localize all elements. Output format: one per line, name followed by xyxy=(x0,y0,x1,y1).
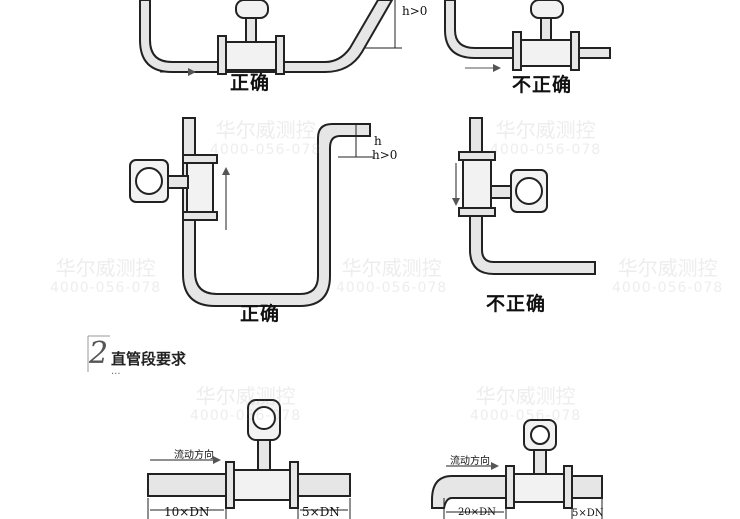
diagram-bottom-right xyxy=(431,419,603,509)
mid-left-annotations xyxy=(222,124,374,230)
section-title: 直管段要求 xyxy=(111,350,187,368)
label-h-gt-0-mid: h>0 xyxy=(372,148,398,162)
flow-direction-label-left: 流动方向 xyxy=(174,450,214,461)
bottom-left-annotations xyxy=(147,456,351,519)
caption-incorrect-mid-right: 不正确 xyxy=(486,293,547,315)
diagram-top-right xyxy=(444,0,611,71)
caption-correct-mid-left: 正确 xyxy=(240,303,281,325)
diagram-mid-left xyxy=(129,117,371,307)
diagram-top-left xyxy=(139,0,394,75)
diagram-bottom-left xyxy=(147,399,351,509)
dim-downstream-5dn-left: 5×DN xyxy=(302,505,340,519)
label-h-gt-0-top: h>0 xyxy=(402,4,428,18)
caption-incorrect-top-right: 不正确 xyxy=(512,74,573,96)
diagram-mid-right xyxy=(458,117,596,275)
section-dots: ... xyxy=(111,366,121,377)
dim-upstream-10dn: 10×DN xyxy=(164,505,210,519)
dim-upstream-20dn: 20×DN xyxy=(458,507,496,518)
caption-correct-top-left: 正确 xyxy=(230,72,271,94)
label-h-mid: h xyxy=(374,134,382,148)
bottom-right-annotations xyxy=(443,462,603,519)
section-number: 2 xyxy=(89,336,109,371)
top-left-annotations xyxy=(160,0,402,76)
flow-direction-label-right: 流动方向 xyxy=(450,456,490,467)
dim-downstream-5dn-right: 5×DN xyxy=(572,508,604,519)
